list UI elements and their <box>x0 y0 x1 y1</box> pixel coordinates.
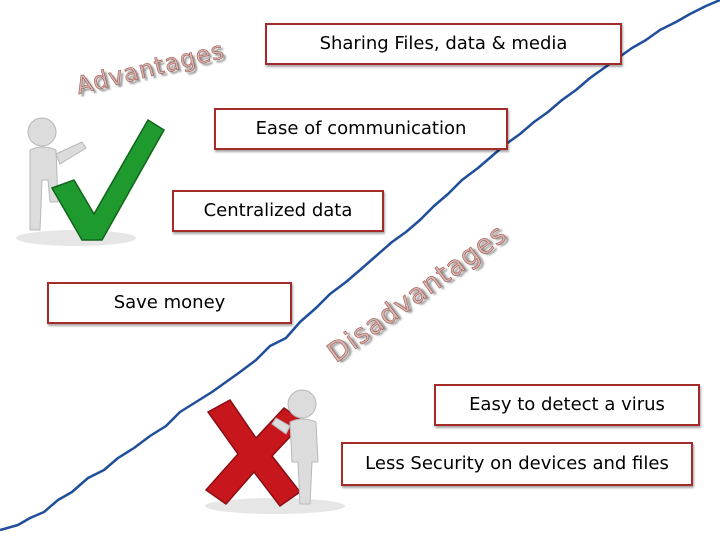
disadvantage-item-virus: Easy to detect a virus <box>434 384 700 426</box>
checkmark-person-icon <box>16 117 166 246</box>
advantage-item-save-money: Save money <box>47 282 292 324</box>
disadvantage-item-security: Less Security on devices and files <box>341 442 693 486</box>
advantage-item-centralized-data: Centralized data <box>172 190 384 232</box>
cross-person-icon <box>204 389 345 514</box>
advantage-item-sharing: Sharing Files, data & media <box>265 23 622 65</box>
advantage-item-communication: Ease of communication <box>214 108 508 150</box>
